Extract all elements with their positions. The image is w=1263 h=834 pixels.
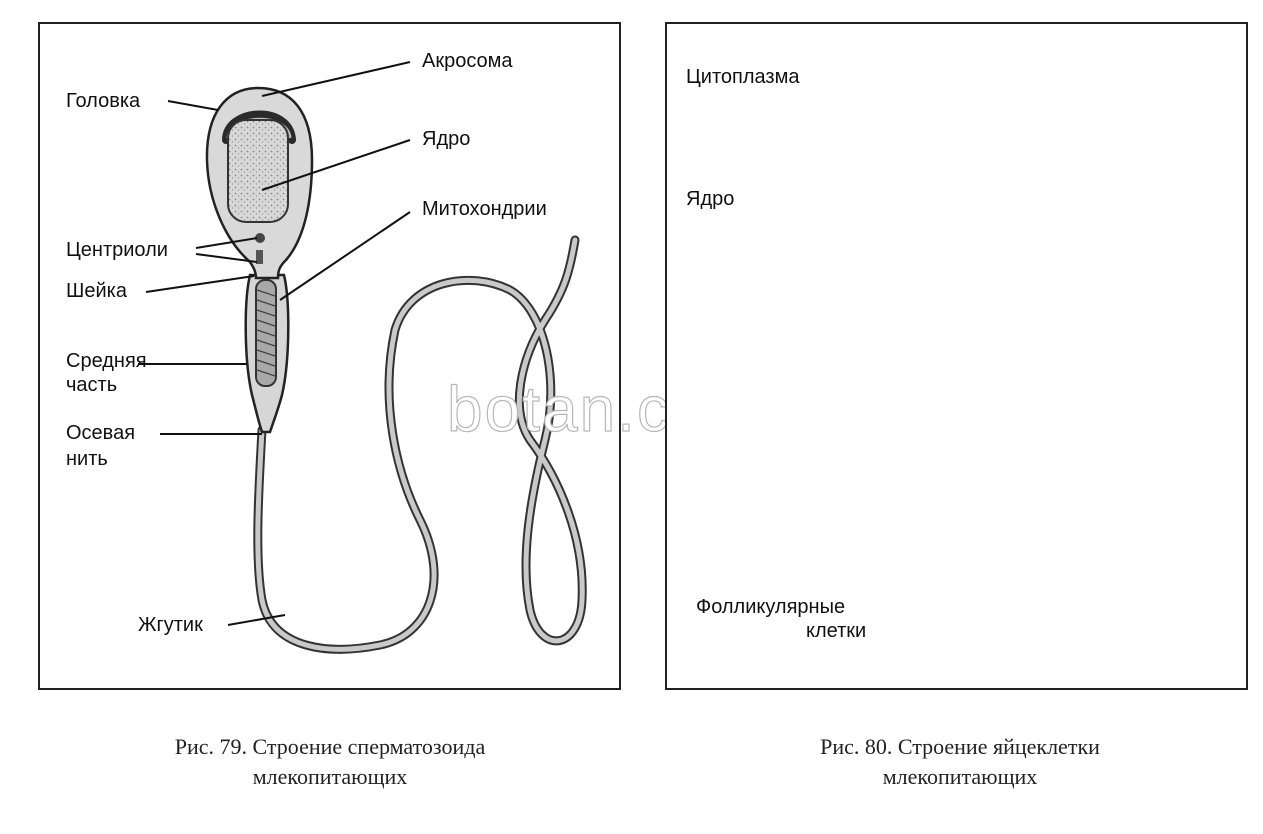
- label-follicular-line1: Фолликулярные: [696, 596, 845, 618]
- label-cytoplasm: Цитоплазма: [686, 66, 799, 88]
- caption-fig80-line2: млекопитающих: [730, 762, 1190, 792]
- label-follicular-line2: клетки: [806, 620, 866, 642]
- label-axial-line1: Осевая: [66, 422, 135, 444]
- label-nucleus-egg: Ядро: [686, 188, 734, 210]
- sperm-head: [207, 88, 312, 278]
- label-centrioles: Центриоли: [66, 239, 168, 261]
- label-axial-line2: нить: [66, 448, 108, 470]
- label-midpiece-line1: Средняя: [66, 350, 147, 372]
- figure-80-panel: [665, 22, 1248, 690]
- label-neck: Шейка: [66, 280, 127, 302]
- caption-fig79: Рис. 79. Строение сперматозоида млекопит…: [100, 732, 560, 792]
- label-acrosome: Акросома: [422, 50, 513, 72]
- label-nucleus-sperm: Ядро: [422, 128, 470, 150]
- caption-fig80: Рис. 80. Строение яйцеклетки млекопитающ…: [730, 732, 1190, 792]
- label-midpiece-line2: часть: [66, 374, 117, 396]
- label-flagellum: Жгутик: [138, 614, 203, 636]
- caption-fig80-line1: Рис. 80. Строение яйцеклетки: [730, 732, 1190, 762]
- centriole-2: [256, 250, 263, 264]
- label-head: Головка: [66, 90, 140, 112]
- caption-fig79-line2: млекопитающих: [100, 762, 560, 792]
- caption-fig79-line1: Рис. 79. Строение сперматозоида: [100, 732, 560, 762]
- label-mitochondria: Митохондрии: [422, 198, 547, 220]
- sperm-nucleus: [228, 120, 288, 222]
